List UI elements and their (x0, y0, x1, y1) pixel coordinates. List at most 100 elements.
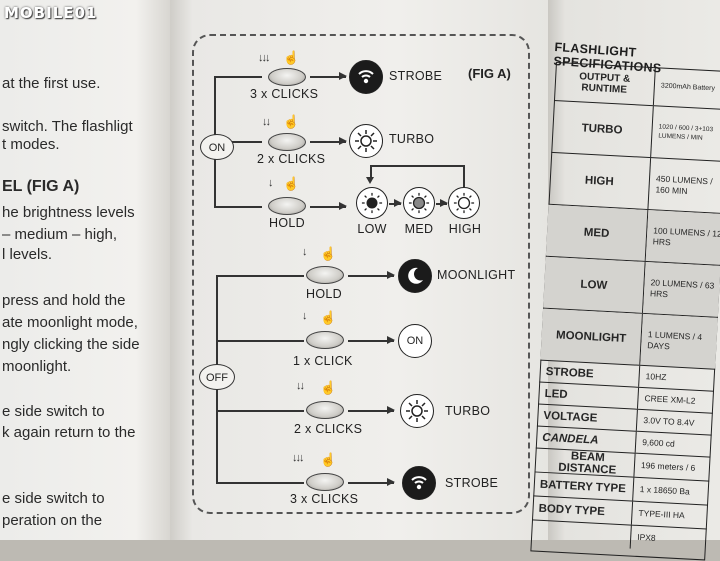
row-value: 1020 / 600 / 3+103 LUMENS / MIN (658, 123, 714, 142)
finger-icon: ☝ (320, 452, 337, 467)
high-mode-icon (448, 187, 480, 219)
text-line: ngly clicking the side (2, 336, 140, 353)
row-label: LOW (543, 256, 646, 313)
connector-line (214, 141, 262, 143)
finger-icon: ☝ (283, 176, 300, 191)
connector-line (214, 76, 262, 78)
connector-line (216, 410, 304, 412)
low-mode-icon (356, 187, 388, 219)
text-line: e side switch to (2, 403, 105, 420)
text-line: peration on the (2, 512, 103, 529)
connector-line (216, 275, 304, 277)
arrow (348, 407, 395, 413)
mode-label: HIGH (448, 222, 482, 236)
figure-title: (FIG A) (468, 66, 511, 81)
arrow (389, 200, 402, 206)
sun-icon (400, 394, 434, 428)
text-line: l levels. (2, 246, 53, 263)
row-label: MED (545, 204, 649, 261)
strobe-icon (349, 60, 383, 94)
watermark-logo: MOBILE01 (4, 4, 98, 22)
text-line: t modes. (2, 136, 60, 153)
header-cell: 3200mAh Battery (660, 82, 716, 92)
finger-icon: ☝ (320, 310, 337, 325)
switch-button-icon (268, 68, 306, 86)
finger-icon: ☝ (283, 50, 300, 65)
action-label: HOLD (269, 216, 305, 230)
triple-click-arrows: ↓↓↓ (258, 52, 270, 64)
text-line: ate moonlight mode, (2, 314, 138, 331)
switch-button-icon (306, 331, 344, 349)
row-value: 20 LUMENS / 63 HRS (642, 261, 720, 317)
row-label: MOONLIGHT (540, 308, 643, 365)
on-state-icon: ON (398, 324, 432, 358)
cycle-arrow-head (366, 177, 374, 184)
table-row: MOONLIGHT 1 LUMENS / 4 DAYS (540, 307, 718, 369)
cycle-return-line (370, 165, 464, 167)
connector-line (214, 206, 262, 208)
cycle-return-line (370, 165, 372, 179)
action-label: 3 x CLICKS (250, 87, 319, 101)
sun-icon (349, 124, 383, 158)
finger-icon: ☝ (320, 246, 337, 261)
table-row: HIGH 450 LUMENS / 160 MIN (548, 151, 720, 213)
mode-label: MED (404, 222, 434, 236)
result-label: STROBE (389, 69, 443, 83)
action-label: 1 x CLICK (293, 354, 353, 368)
text-line: at the first use. (2, 75, 101, 92)
arrow (348, 272, 395, 278)
row-value: IPX8 (636, 532, 656, 544)
result-label: STROBE (445, 476, 499, 490)
table-row: LOW 20 LUMENS / 63 HRS (543, 255, 720, 317)
arrow (310, 138, 347, 144)
row-value: 450 LUMENS / 160 MIN (655, 173, 713, 196)
connector-line (216, 340, 304, 342)
finger-icon: ☝ (320, 380, 337, 395)
mode-label: LOW (357, 222, 387, 236)
text-line: – medium – high, (2, 226, 118, 243)
header-cell: OUTPUT & RUNTIME (554, 62, 656, 106)
double-click-arrows: ↓↓ (262, 116, 271, 128)
strobe-icon (402, 466, 436, 500)
off-node: OFF (199, 364, 235, 390)
result-label: TURBO (389, 132, 435, 146)
arrow (348, 337, 395, 343)
arrow (348, 479, 395, 485)
text-line: he brightness levels (2, 204, 135, 221)
switch-button-icon (306, 266, 344, 284)
switch-button-icon (306, 473, 344, 491)
switch-button-icon (268, 133, 306, 151)
double-click-arrows: ↓↓ (296, 380, 305, 392)
text-line: press and hold the (2, 292, 126, 309)
moon-icon (398, 259, 432, 293)
cycle-return-line (463, 165, 465, 187)
text-line: e side switch to (2, 490, 105, 507)
table-row: TURBO 1020 / 600 / 3+103 LUMENS / MIN (551, 99, 720, 162)
spec-table: OUTPUT & RUNTIME 3200mAh Battery TURBO 1… (530, 62, 720, 561)
section-heading: EL (FIG A) (2, 178, 80, 195)
switch-button-icon (306, 401, 344, 419)
single-click-arrow: ↓ (302, 310, 307, 322)
switch-button-icon (268, 197, 306, 215)
result-label: TURBO (445, 404, 491, 418)
arrow (436, 200, 448, 206)
arrow (310, 73, 347, 79)
result-label: MOONLIGHT (437, 268, 516, 282)
on-node: ON (200, 134, 234, 160)
row-label: TURBO (551, 100, 654, 158)
row-label: HIGH (548, 152, 652, 210)
arrow (310, 203, 347, 209)
action-label: HOLD (306, 287, 342, 301)
row-value: 100 LUMENS / 12 HRS (645, 210, 720, 265)
action-label: 2 x CLICKS (294, 422, 363, 436)
hold-arrow: ↓ (302, 246, 307, 258)
text-line: switch. The flashligt (2, 118, 133, 135)
table-row: MED 100 LUMENS / 12 HRS (545, 203, 720, 265)
text-line: moonlight. (2, 358, 72, 375)
text-line: k again return to the (2, 424, 136, 441)
row-value: 1 LUMENS / 4 DAYS (640, 313, 718, 369)
hold-arrow: ↓ (268, 177, 273, 189)
finger-icon: ☝ (283, 114, 300, 129)
figure-frame (192, 34, 530, 514)
manual-page-left (0, 0, 170, 540)
